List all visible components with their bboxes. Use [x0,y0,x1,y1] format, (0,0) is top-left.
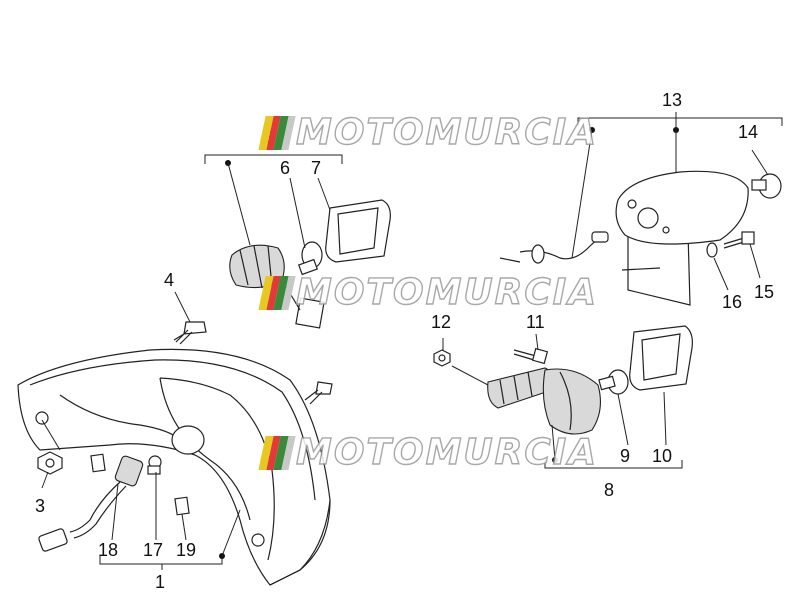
bracket-8 [544,424,683,469]
watermark-text: MOTOMURCIA [295,271,599,313]
callout-18: 18 [98,540,118,560]
nut-12 [433,338,489,386]
clip-19 [90,453,190,516]
plate-light-cable [499,231,609,264]
screw-4-lower [304,381,333,405]
callout-16: 16 [722,292,742,312]
watermark-flag-icon [258,115,296,150]
plate-light-13 [615,170,749,306]
bulb-14 [751,149,782,199]
bracket-13 [571,112,783,259]
watermark-logo-top: MOTOMURCIA [258,111,599,154]
watermark-flag-icon [258,275,296,310]
callout-15: 15 [754,282,774,302]
callout-8: 8 [604,480,614,500]
callout-11: 11 [526,312,545,332]
watermark-flag-icon [258,435,296,470]
screw-15 [723,231,761,279]
callout-7: 7 [311,158,321,178]
callout-10: 10 [652,446,672,466]
bulb-9 [598,369,629,446]
callout-14: 14 [738,122,758,142]
rear-light-housing [17,348,331,586]
indicator-assembly-8 [487,367,601,435]
bulb-6 [298,241,323,276]
callout-3: 3 [35,496,45,516]
bulb-socket-18 [38,455,144,552]
callout-1: 1 [155,572,165,592]
bracket-1 [99,472,241,570]
lens-10 [629,325,693,446]
watermark-logo-bottom: MOTOMURCIA [258,431,599,474]
bracket-5 [204,154,343,249]
callout-9: 9 [620,446,630,466]
watermark-text: MOTOMURCIA [295,431,599,473]
washer-16 [706,242,729,291]
nut-3 [37,419,63,489]
callout-12: 12 [431,312,451,332]
callout-13: 13 [662,90,682,110]
callout-labels: 1 3 4 5 6 7 8 9 10 11 12 13 14 15 16 17 … [35,90,774,592]
screw-11 [513,333,549,365]
lens-7 [325,199,391,263]
bulb-17 [147,455,162,475]
watermark-logo-middle: MOTOMURCIA [258,271,599,314]
callout-19: 19 [176,540,196,560]
callout-17: 17 [143,540,163,560]
callout-4: 4 [164,270,174,290]
screw-4-upper [173,291,207,345]
watermark-text: MOTOMURCIA [295,111,599,153]
callout-6: 6 [280,158,290,178]
